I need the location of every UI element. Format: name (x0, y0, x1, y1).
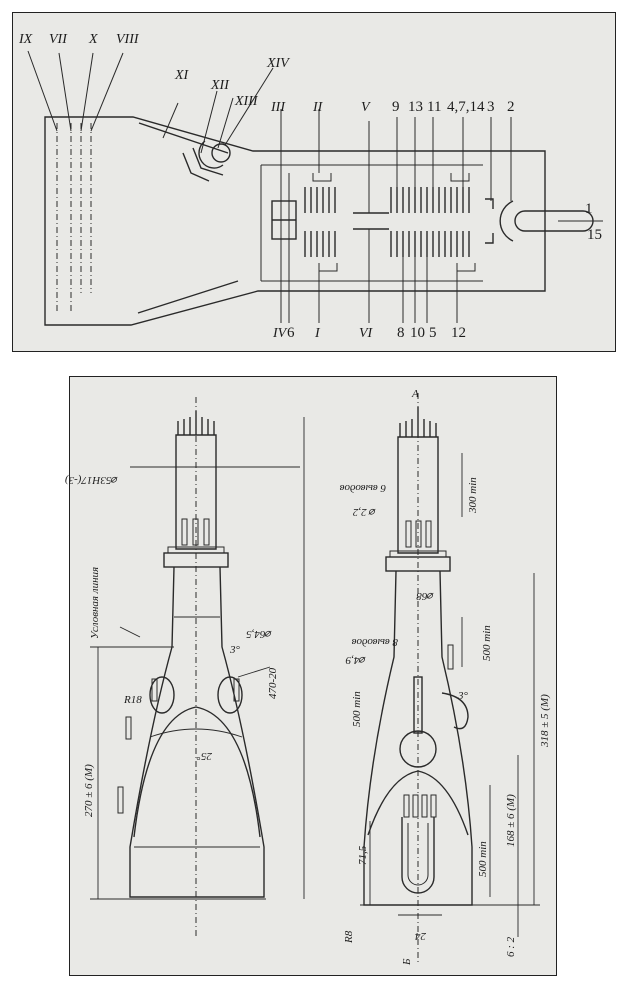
label-71-5: 71,5 (357, 845, 369, 865)
label-2: 2 (507, 99, 515, 115)
label-9: 9 (392, 99, 400, 115)
label-dia-4-9: ⌀4,9 (345, 654, 366, 666)
label-500b: 500 min (351, 691, 363, 727)
label-dia-68: ⌀68 (416, 590, 434, 602)
label-1: 1 (585, 201, 593, 217)
label-6: 6 (287, 325, 295, 341)
electrode-cluster (182, 67, 274, 182)
label-ii: II (312, 100, 324, 115)
label-270: 270 ± 6 (М) (83, 764, 95, 817)
right-base-u (401, 817, 435, 894)
label-dia-64-5: ⌀64,5 (246, 628, 272, 640)
right-base-pins (403, 794, 437, 818)
label-angle-3-right: 3° (457, 690, 469, 702)
label-x: X (88, 32, 98, 47)
label-500a: 500 min (481, 625, 493, 661)
label-v: V (361, 100, 371, 115)
label-dia-53: ⌀53Н17(-3) (65, 474, 118, 486)
left-body (129, 566, 265, 898)
label-5: 5 (429, 325, 437, 341)
right-view: А 300 min 6 выводов ⌀ 2,2 ⌀68 500 min 8 … (339, 388, 551, 966)
label-xiv: XIV (266, 56, 290, 71)
label-cond-line: Условная линия (89, 567, 101, 639)
grid-stack-upper (304, 187, 470, 213)
label-i: I (314, 326, 321, 341)
label-angle-3-left: 3° (229, 644, 241, 656)
label-24: 24 (415, 930, 427, 942)
right-neck (397, 436, 439, 554)
left-lobe-r (217, 676, 243, 714)
grid-stack-lower (304, 231, 470, 257)
label-dia-2-2: ⌀ 2,2 (352, 506, 376, 518)
label-6-outputs: 6 выводов (339, 482, 386, 494)
label-vii: VII (49, 32, 68, 47)
label-300: 300 min (467, 477, 479, 514)
label-4-7-14: 4,7,14 (447, 99, 485, 115)
heater (514, 210, 594, 232)
label-ix: IX (18, 32, 33, 47)
left-neck (175, 434, 217, 550)
label-iv: IV (272, 326, 288, 341)
label-vi: VI (359, 326, 374, 341)
tube-dimension-svg: ⌀53Н17(-3) Условная линия ⌀64,5 3° 470-2… (65, 388, 551, 966)
deflector-upper (138, 122, 229, 154)
cathode-bracket (485, 198, 494, 244)
tube-schematic-svg: IX VII X VIII XI XII XIII XIV III II V I… (18, 32, 603, 341)
right-side-lobe (441, 692, 469, 730)
label-318: 318 ± 5 (М) (539, 694, 551, 748)
label-xiii: XIII (234, 94, 259, 109)
label-15: 15 (587, 227, 602, 243)
left-lobe-l (149, 676, 175, 714)
left-inner-arch (133, 706, 261, 838)
label-iii: III (270, 100, 286, 115)
gun-outline (260, 164, 483, 282)
label-168: 168 ± 6 (М) (505, 794, 517, 847)
label-12: 12 (451, 325, 466, 341)
arc-25 (149, 728, 243, 738)
label-10: 10 (410, 325, 425, 341)
label-13: 13 (408, 99, 423, 115)
left-view: ⌀53Н17(-3) Условная линия ⌀64,5 3° 470-2… (65, 397, 305, 937)
label-b: Б (401, 958, 413, 966)
label-viii: VIII (116, 32, 140, 47)
label-11: 11 (427, 99, 441, 115)
label-angle-25: 25° (196, 750, 212, 762)
label-8: 8 (397, 325, 405, 341)
label-xi: XI (174, 68, 190, 83)
label-6-2: 6 : 2 (505, 936, 517, 957)
label-a: А (411, 388, 419, 400)
label-xii: XII (210, 78, 230, 93)
label-470: 470-20 (267, 667, 279, 699)
right-neck-pins (405, 520, 432, 548)
label-r18: R18 (123, 694, 142, 706)
label-r8: R8 (343, 930, 355, 944)
right-body (363, 570, 473, 906)
tube-outline (44, 116, 546, 326)
screen-lines (56, 123, 92, 313)
label-3: 3 (487, 99, 495, 115)
tube-schematic-panel: IX VII X VIII XI XII XIII XIV III II V I… (12, 12, 616, 352)
label-8-outputs: 8 выводов (351, 636, 398, 648)
deflector-lower (137, 280, 239, 314)
leader-lines-left (27, 50, 124, 132)
cathode-arc (499, 200, 514, 242)
label-500c: 500 min (477, 841, 489, 877)
tube-dimension-panel: ⌀53Н17(-3) Условная линия ⌀64,5 3° 470-2… (65, 376, 557, 976)
